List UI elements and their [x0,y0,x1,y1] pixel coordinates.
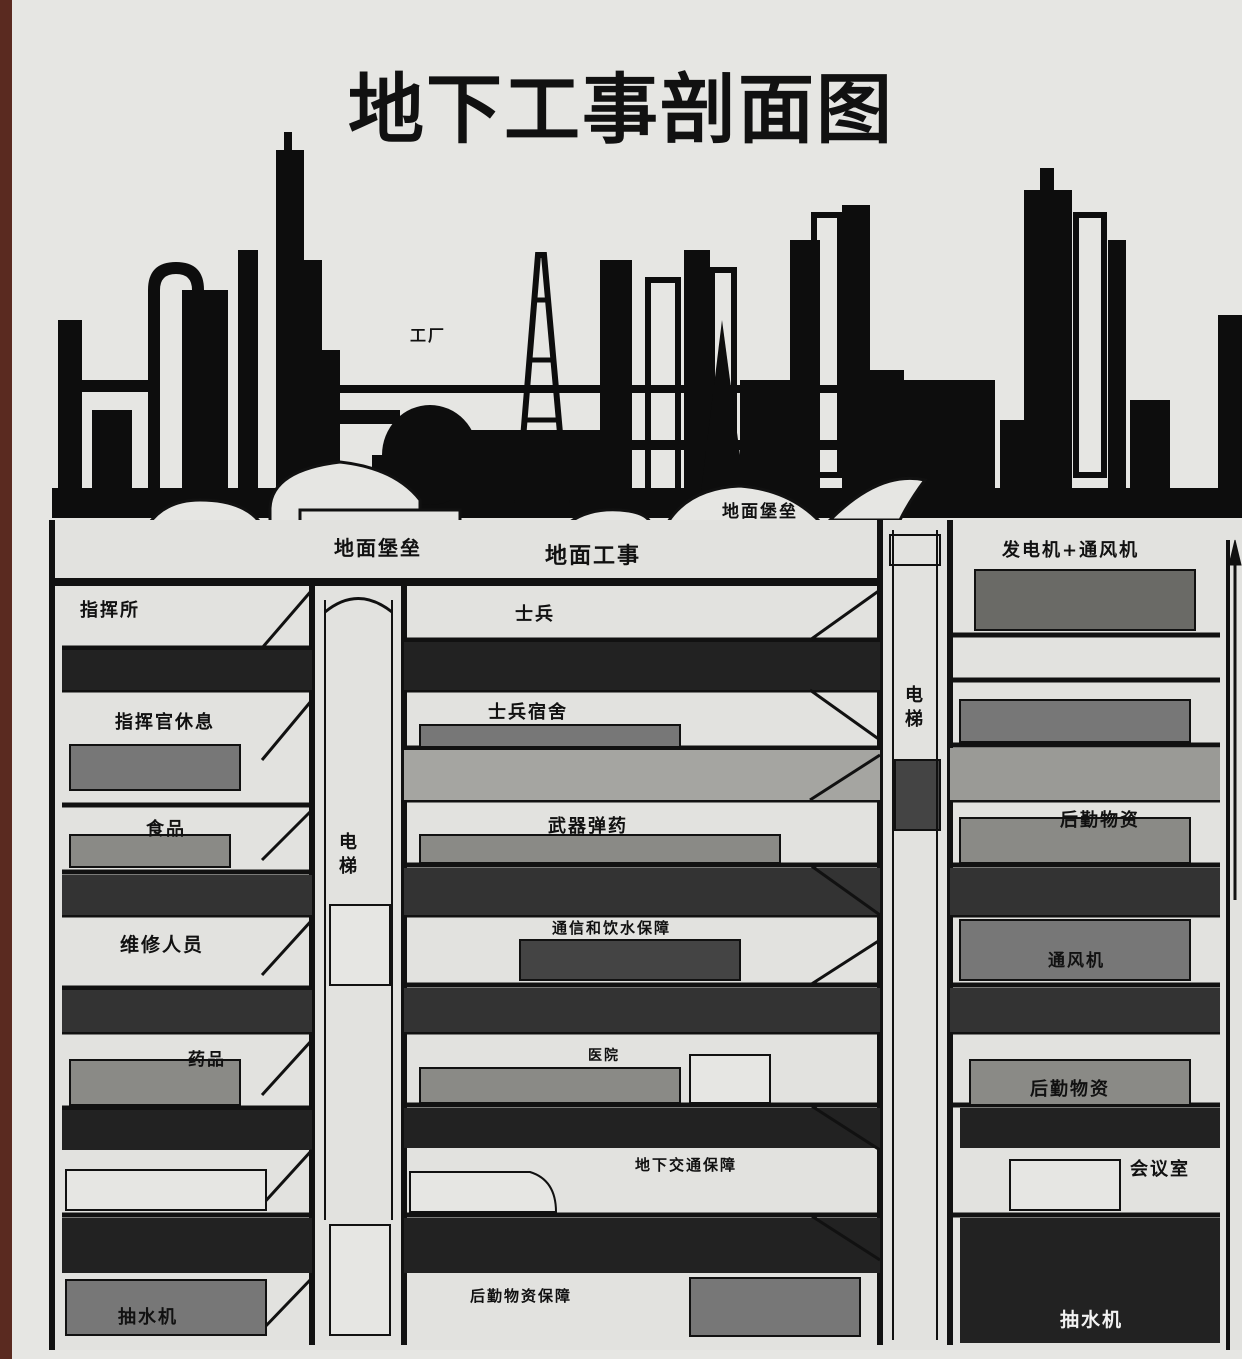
label-food: 食品 [146,815,186,841]
label-logistics-support: 后勤物资保障 [470,1285,572,1306]
label-factory: 工厂 [410,322,446,346]
label-ground-works: 地面工事 [545,538,641,570]
label-command-post: 指挥所 [80,596,140,622]
label-medicine: 药品 [188,1045,226,1070]
label-commander-rest: 指挥官休息 [115,708,215,734]
label-generator-ventilator: 发电机+通风机 [1002,536,1139,562]
label-ground-bunker-left: 地面堡垒 [334,532,422,561]
label-soldier-dormitory: 士兵宿舍 [488,698,568,724]
label-pump-left: 抽水机 [118,1303,178,1329]
label-ventilator: 通风机 [1048,946,1105,971]
label-elevator-left: 电梯 [333,832,359,880]
label-weapons-ammo: 武器弹药 [548,812,628,838]
label-meeting-room: 会议室 [1130,1155,1190,1181]
label-pump-right: 抽水机 [1060,1305,1123,1332]
label-hospital: 医院 [588,1045,620,1065]
label-maintenance-staff: 维修人员 [120,930,204,957]
label-soldiers: 士兵 [515,600,555,626]
label-comms-water: 通信和饮水保障 [552,917,671,938]
label-underground-transport: 地下交通保障 [635,1154,737,1175]
label-ground-bunker-right: 地面堡垒 [722,497,798,522]
label-logistics-supplies-lower: 后勤物资 [1030,1075,1110,1101]
factory-skyline [52,132,1242,518]
label-elevator-right: 电梯 [899,685,925,733]
label-logistics-supplies-upper: 后勤物资 [1060,806,1140,832]
